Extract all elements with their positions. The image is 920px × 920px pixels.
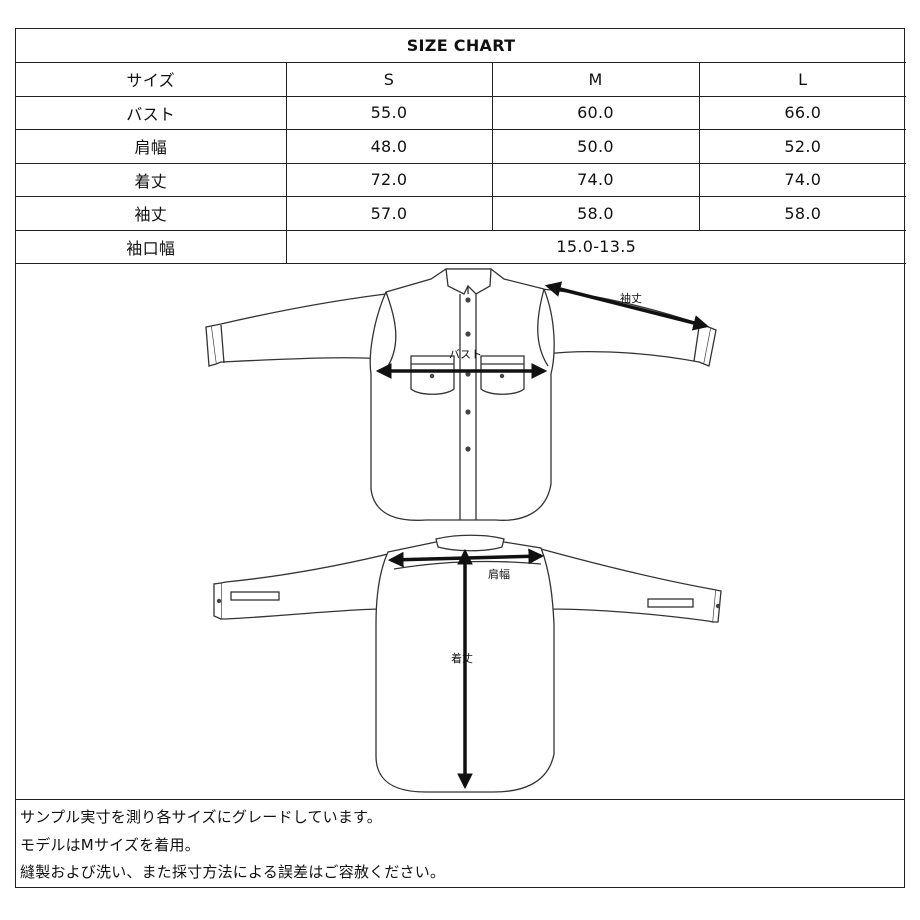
- notes-section: サンプル実寸を測り各サイズにグレードしています。 モデルはMサイズを着用。 縫製…: [16, 800, 904, 887]
- size-m-header: M: [491, 62, 700, 97]
- cell-value: 57.0: [285, 196, 493, 231]
- row-label: 袖口幅: [16, 229, 287, 264]
- length-label: 着丈: [451, 651, 473, 665]
- size-chart-frame: SIZE CHART サイズ S M L バスト 55.0 60.0 66.0 …: [15, 28, 907, 888]
- row-label: バスト: [16, 95, 287, 130]
- table-row: 袖丈 57.0 58.0 58.0: [16, 196, 907, 231]
- row-label: 袖丈: [16, 196, 287, 231]
- size-l-header: L: [698, 62, 907, 97]
- bust-label: バスト: [449, 348, 482, 361]
- bust-measure: バスト: [375, 348, 548, 379]
- note-line: 縫製および洗い、また採寸方法による誤差はご容赦ください。: [20, 863, 446, 881]
- cell-value: 52.0: [698, 129, 907, 164]
- back-buttons: [216, 598, 721, 609]
- sleeve-label: 袖丈: [620, 291, 642, 305]
- row-label: 着丈: [16, 162, 287, 197]
- size-header-label: サイズ: [16, 62, 287, 97]
- chart-title: SIZE CHART: [16, 29, 907, 63]
- sleeve-measure: 袖丈: [544, 281, 710, 331]
- table-row: 袖口幅 15.0-13.5: [16, 229, 907, 264]
- size-s-header: S: [285, 62, 493, 97]
- header-row: サイズ S M L: [16, 62, 907, 97]
- table-row: 肩幅 48.0 50.0 52.0: [16, 129, 907, 164]
- table-row: バスト 55.0 60.0 66.0: [16, 95, 907, 130]
- front-shirt: [205, 268, 717, 521]
- title-row: SIZE CHART: [16, 29, 907, 63]
- cell-value: 74.0: [698, 162, 907, 197]
- shirt-diagram: バスト 袖丈: [205, 268, 722, 793]
- cell-value: 50.0: [491, 129, 700, 164]
- note-line: サンプル実寸を測り各サイズにグレードしています。: [20, 808, 382, 826]
- cell-value: 66.0: [698, 95, 907, 130]
- cell-value: 48.0: [285, 129, 493, 164]
- cell-value: 58.0: [698, 196, 907, 231]
- shoulder-label: 肩幅: [488, 567, 510, 581]
- note-line: モデルはMサイズを着用。: [20, 835, 200, 854]
- cell-value: 60.0: [491, 95, 700, 130]
- cell-value: 72.0: [285, 162, 493, 197]
- cell-value: 58.0: [491, 196, 700, 231]
- size-table: SIZE CHART サイズ S M L バスト 55.0 60.0 66.0 …: [16, 29, 907, 264]
- cell-value: 55.0: [285, 95, 493, 130]
- row-label: 肩幅: [16, 129, 287, 164]
- table-row: 着丈 72.0 74.0 74.0: [16, 162, 907, 197]
- cell-value: 15.0-13.5: [285, 229, 907, 264]
- cell-value: 74.0: [491, 162, 700, 197]
- shirt-illustration: バスト 袖丈: [16, 264, 904, 800]
- length-measure: 着丈: [451, 548, 473, 790]
